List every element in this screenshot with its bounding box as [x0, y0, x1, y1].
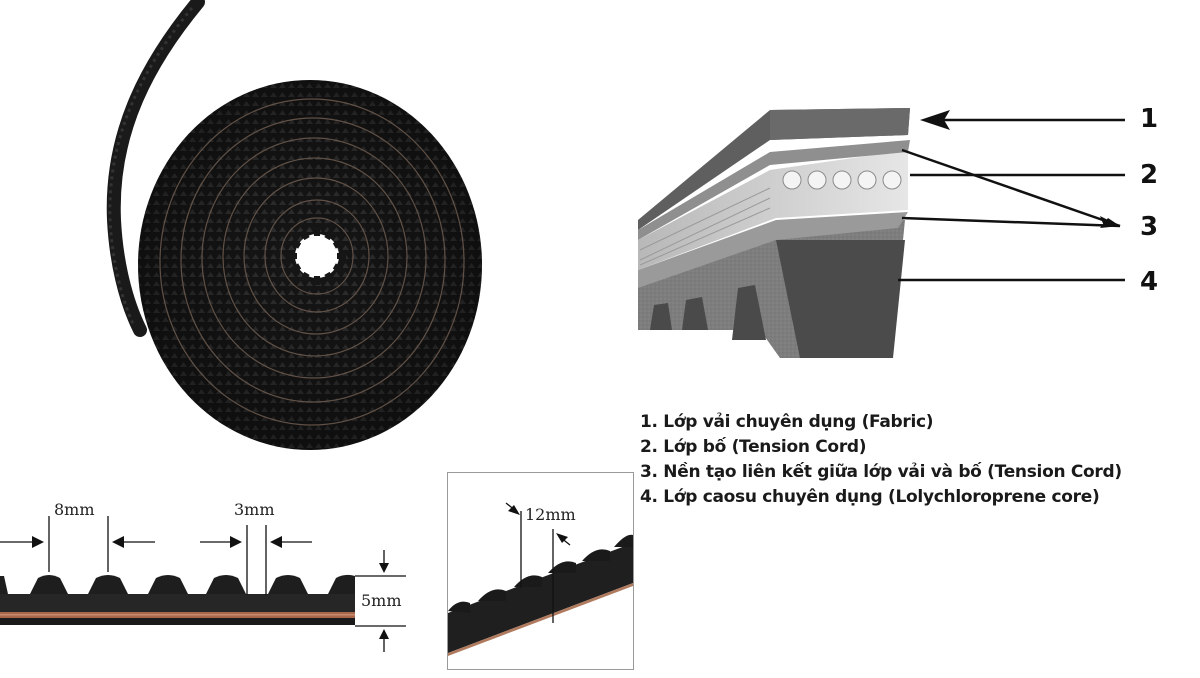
legend-item-tension-cord: 2. Lớp bố (Tension Cord)	[640, 437, 867, 457]
callout-2: 2	[1140, 160, 1159, 190]
belt-coil-image	[80, 0, 500, 470]
callout-1: 1	[1140, 104, 1159, 134]
legend-item-bond-layer: 3. Nền tạo liên kết giữa lớp vải và bố (…	[640, 462, 1122, 482]
width-label: 12mm	[525, 505, 576, 524]
tooth-gap-label: 3mm	[234, 500, 275, 519]
height-label: 5mm	[361, 591, 402, 610]
tooth-profile-graphic	[0, 516, 406, 652]
callout-4: 4	[1140, 267, 1159, 297]
tooth-profile-dimensions: 8mm 3mm 5mm	[0, 480, 430, 674]
belt-width-inset: 12mm	[447, 472, 634, 670]
legend-item-fabric: 1. Lớp vải chuyên dụng (Fabric)	[640, 412, 934, 432]
callout-3: 3	[1140, 212, 1159, 242]
pitch-label: 8mm	[54, 500, 95, 519]
belt-coil-graphic	[106, 0, 482, 450]
cross-section-graphic	[638, 108, 1125, 358]
belt-cross-section: 1 2 3 4	[620, 90, 1200, 370]
legend-item-rubber-core: 4. Lớp caosu chuyên dụng (Lolychloropren…	[640, 487, 1100, 507]
layer-legend: 1. Lớp vải chuyên dụng (Fabric) 2. Lớp b…	[640, 410, 1122, 510]
belt-width-graphic	[448, 502, 633, 656]
